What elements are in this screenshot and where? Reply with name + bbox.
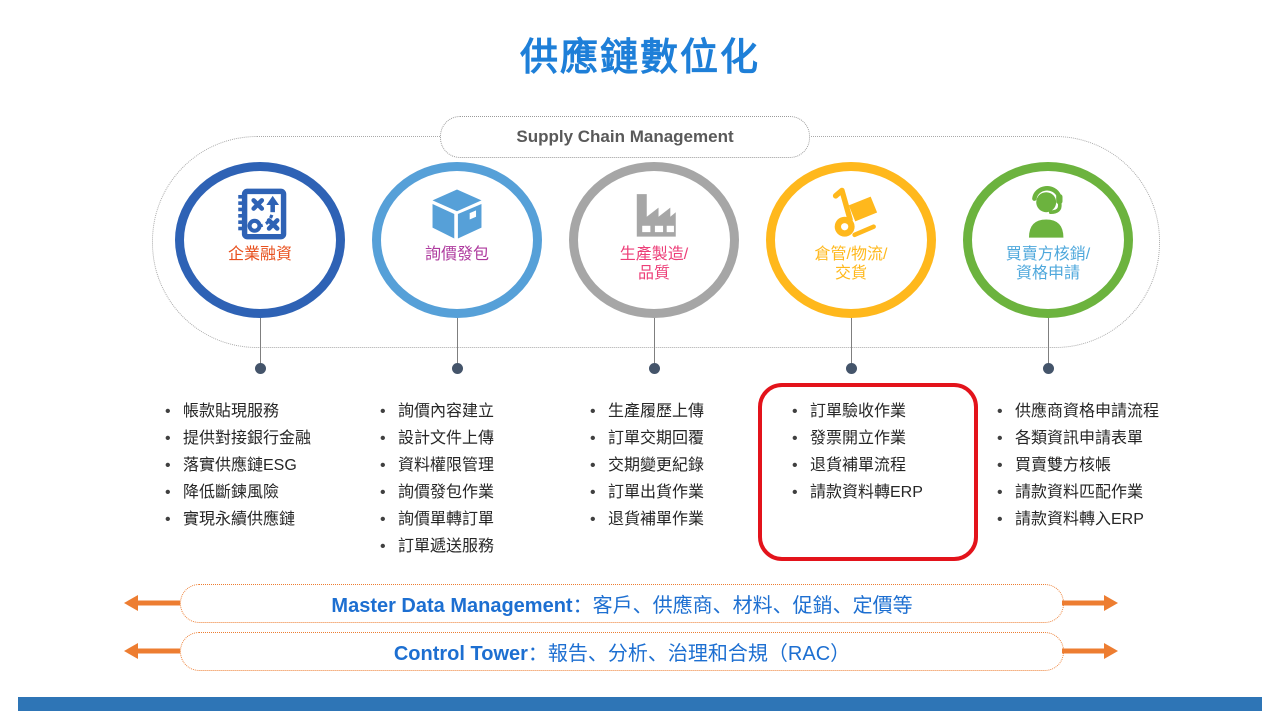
connector-dot bbox=[846, 363, 857, 374]
list-item: 請款資料轉入ERP bbox=[995, 506, 1159, 533]
connector-dot bbox=[452, 363, 463, 374]
list-item: 訂單遞送服務 bbox=[378, 533, 494, 560]
stage-circle-production: 生產製造/品質 bbox=[569, 162, 739, 318]
connector-line bbox=[851, 318, 852, 365]
stage-list-financing: 帳款貼現服務 提供對接銀行金融 落實供應鏈ESG 降低斷鍊風險 實現永續供應鏈 bbox=[163, 398, 311, 533]
left-arrow-icon bbox=[124, 643, 180, 659]
list-item: 降低斷鍊風險 bbox=[163, 479, 311, 506]
list-item: 退貨補單作業 bbox=[588, 506, 704, 533]
list-item: 生產履歷上傳 bbox=[588, 398, 704, 425]
stage-label-warehouse: 倉管/物流/交貨 bbox=[814, 246, 888, 282]
connector-line bbox=[654, 318, 655, 365]
list-item: 請款資料匹配作業 bbox=[995, 479, 1159, 506]
factory-icon bbox=[625, 185, 683, 243]
stage-circle-financing: 企業融資 bbox=[175, 162, 345, 318]
stage-list-reconciliation: 供應商資格申請流程 各類資訊申請表單 買賣雙方核帳 請款資料匹配作業 請款資料轉… bbox=[995, 398, 1159, 533]
left-arrow-icon bbox=[124, 595, 180, 611]
scm-pill-label: Supply Chain Management bbox=[516, 127, 734, 146]
list-item: 訂單交期回覆 bbox=[588, 425, 704, 452]
connector-line bbox=[457, 318, 458, 365]
list-item: 詢價發包作業 bbox=[378, 479, 494, 506]
strategy-icon bbox=[231, 185, 289, 243]
connector-dot bbox=[255, 363, 266, 374]
package-icon bbox=[428, 185, 486, 243]
stage-label-reconciliation: 買賣方核銷/資格申請 bbox=[1005, 246, 1091, 282]
scm-pill: Supply Chain Management bbox=[440, 116, 810, 158]
support-agent-icon bbox=[1019, 185, 1077, 243]
connector-dot bbox=[1043, 363, 1054, 374]
stage-list-rfq: 詢價內容建立 設計文件上傳 資料權限管理 詢價發包作業 詢價單轉訂單 訂單遞送服… bbox=[378, 398, 494, 560]
stage-label-financing: 企業融資 bbox=[227, 246, 292, 263]
stage-circle-warehouse: 倉管/物流/交貨 bbox=[766, 162, 936, 318]
stage-list-warehouse: 訂單驗收作業 發票開立作業 退貨補單流程 請款資料轉ERP bbox=[790, 398, 923, 506]
control-tower-banner: Control Tower：報告、分析、治理和合規（RAC） bbox=[180, 632, 1064, 671]
list-item: 設計文件上傳 bbox=[378, 425, 494, 452]
list-item: 發票開立作業 bbox=[790, 425, 923, 452]
highlight-box bbox=[758, 383, 978, 561]
control-tower-banner-prefix: Control Tower bbox=[393, 643, 528, 665]
list-item: 帳款貼現服務 bbox=[163, 398, 311, 425]
list-item: 提供對接銀行金融 bbox=[163, 425, 311, 452]
list-item: 供應商資格申請流程 bbox=[995, 398, 1159, 425]
right-arrow-icon bbox=[1062, 643, 1118, 659]
connector-dot bbox=[649, 363, 660, 374]
list-item: 買賣雙方核帳 bbox=[995, 452, 1159, 479]
stage-label-production: 生產製造/品質 bbox=[619, 246, 689, 282]
stage-circle-rfq: 詢價發包 bbox=[372, 162, 542, 318]
list-item: 各類資訊申請表單 bbox=[995, 425, 1159, 452]
stage-label-rfq: 詢價發包 bbox=[424, 246, 489, 263]
stage-list-production: 生產履歷上傳 訂單交期回覆 交期變更紀錄 訂單出貨作業 退貨補單作業 bbox=[588, 398, 704, 533]
connector-line bbox=[1048, 318, 1049, 365]
list-item: 詢價單轉訂單 bbox=[378, 506, 494, 533]
right-arrow-icon bbox=[1062, 595, 1118, 611]
list-item: 交期變更紀錄 bbox=[588, 452, 704, 479]
connector-line bbox=[260, 318, 261, 365]
list-item: 實現永續供應鏈 bbox=[163, 506, 311, 533]
list-item: 退貨補單流程 bbox=[790, 452, 923, 479]
list-item: 詢價內容建立 bbox=[378, 398, 494, 425]
mdm-banner-text: ：客戶、供應商、材料、促銷、定價等 bbox=[572, 595, 913, 617]
list-item: 資料權限管理 bbox=[378, 452, 494, 479]
list-item: 訂單出貨作業 bbox=[588, 479, 704, 506]
list-item: 落實供應鏈ESG bbox=[163, 452, 311, 479]
mdm-banner-prefix: Master Data Management bbox=[331, 595, 573, 617]
footer-bar bbox=[18, 697, 1262, 711]
stage-circle-reconciliation: 買賣方核銷/資格申請 bbox=[963, 162, 1133, 318]
control-tower-banner-text: ：報告、分析、治理和合規（RAC） bbox=[527, 643, 851, 665]
list-item: 請款資料轉ERP bbox=[790, 479, 923, 506]
handtruck-icon bbox=[822, 185, 880, 243]
page-title: 供應鏈數位化 bbox=[519, 37, 760, 79]
list-item: 訂單驗收作業 bbox=[790, 398, 923, 425]
mdm-banner: Master Data Management：客戶、供應商、材料、促銷、定價等 bbox=[180, 584, 1064, 623]
